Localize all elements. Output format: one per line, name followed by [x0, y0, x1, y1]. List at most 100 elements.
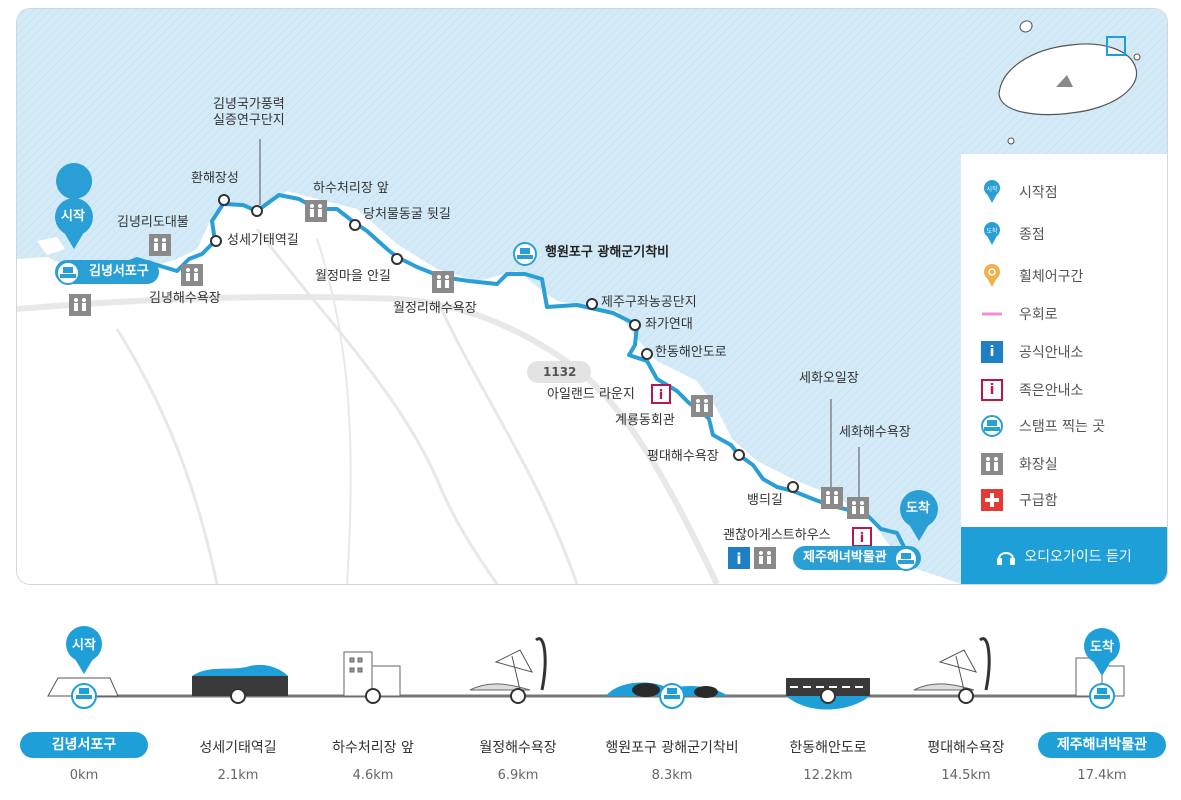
label-jwaga: 좌가연대: [645, 317, 693, 332]
end-pin-icon: [900, 490, 938, 541]
timeline-stop: [958, 688, 974, 704]
restroom-markers: [69, 200, 869, 569]
start-stamp-label: 김녕서포구: [89, 264, 149, 279]
waypoint-dangcheo: [349, 219, 361, 231]
timeline-start-pin-label: 시작: [72, 637, 96, 653]
restroom-icon: [305, 200, 327, 222]
route-map: i i i 김녕서포구 제주해녀박물관: [16, 8, 1168, 585]
start-pin-icon: 시작: [984, 180, 1000, 203]
legend-label: 공식안내소: [1019, 345, 1084, 361]
legend-first-aid: 구급함: [979, 487, 1058, 513]
label-gimnyeongri-bridge: 김녕리도대불: [117, 215, 189, 230]
label-gimnyeong-beach: 김녕해수욕장: [149, 291, 221, 306]
leader-lines: [259, 139, 860, 497]
legend-label: 화장실: [1019, 457, 1058, 473]
small-info-icon: i: [981, 379, 1003, 401]
small-info-icon: [651, 384, 671, 404]
label-sehwa-market: 세화오일장: [799, 371, 859, 386]
timeline-stop-name[interactable]: 월정해수욕장: [479, 740, 557, 756]
timeline-stop-km: 2.1km: [217, 768, 259, 783]
start-illustration: 시작: [47, 626, 119, 697]
legend-label: 구급함: [1019, 493, 1058, 509]
legend-label: 종점: [1019, 227, 1045, 243]
svg-text:도착: 도착: [986, 227, 998, 235]
start-pin-label: 시작: [61, 209, 85, 224]
seongse-illustration: [192, 664, 288, 696]
timeline-end-pin-label: 도착: [1090, 639, 1114, 655]
timeline-stop-name[interactable]: 김녕서포구: [20, 732, 148, 758]
label-jeju-farm: 제주구좌농공단지: [601, 295, 697, 310]
timeline-stop-name[interactable]: 제주해녀박물관: [1038, 732, 1166, 758]
map-canvas: i i i: [17, 9, 961, 584]
waypoint-seongse: [210, 235, 222, 247]
label-woljeong-village: 월정마을 안길: [315, 269, 391, 284]
waypoint-baengdwi: [787, 481, 799, 493]
legend-wheelchair: 휠체어구간: [979, 263, 1083, 289]
timeline-stop: [820, 688, 836, 704]
start-pin-icon: [55, 163, 93, 249]
waypoint-research: [251, 205, 263, 217]
timeline-stop-name[interactable]: 평대해수욕장: [927, 740, 1005, 756]
timeline-stop-name[interactable]: 행원포구 광해군기착비: [605, 740, 739, 756]
small-info-markers: i i: [651, 384, 872, 547]
stamp-icon: [56, 261, 80, 285]
legend-official-info: i 공식안내소: [979, 339, 1083, 365]
pyeongdae-illustration: [913, 637, 991, 691]
svg-text:i: i: [659, 388, 663, 403]
legend-panel: 시작 시작점 도착 종점 휠체어구간 우회로 i 공식안내소 i 족은안내소 스…: [961, 161, 1167, 583]
timeline-stop-name[interactable]: 성세기태역길: [199, 740, 277, 756]
restroom-icon: [432, 271, 454, 293]
mid-stamp-icon: [513, 242, 537, 266]
timeline-stop-name[interactable]: 하수처리장 앞: [332, 740, 414, 756]
official-info-icon: i: [981, 341, 1003, 363]
timeline-stop-km: 17.4km: [1077, 768, 1127, 783]
timeline-markers: [71, 683, 1115, 709]
end-stamp-label: 제주해녀박물관: [803, 550, 887, 565]
restroom-icon: [981, 453, 1003, 475]
timeline-stop: [510, 688, 526, 704]
legend-start: 시작 시작점: [979, 179, 1058, 205]
label-sewage-front: 하수처리장 앞: [313, 181, 389, 196]
label-baengdwi: 뱅듸길: [747, 493, 783, 508]
restroom-icon: [181, 264, 203, 286]
restroom-icon: [754, 547, 776, 569]
waypoint-jwaga: [629, 319, 641, 331]
label-gimnyeong-research: 김녕국가풍력 실증연구단지: [213, 97, 285, 128]
timeline-stop-name[interactable]: 한동해안도로: [789, 740, 867, 756]
roads: [17, 228, 720, 584]
label-mid-stamp: 행원포구 광해군기착비: [545, 245, 670, 260]
timeline-stop-km: 12.2km: [803, 768, 853, 783]
legend-label: 족은안내소: [1019, 383, 1084, 399]
restroom-icon: [847, 497, 869, 519]
audio-guide-button[interactable]: 오디오가이드 듣기: [961, 527, 1167, 584]
label-gyeryong: 계룡동회관: [615, 413, 675, 428]
label-pyeongdae: 평대해수욕장: [647, 449, 719, 464]
legend-small-info: i 족은안내소: [979, 377, 1083, 403]
stamp-icon: [894, 547, 918, 571]
legend-label: 우회로: [1019, 307, 1058, 323]
end-pin-icon: 도착: [984, 222, 1000, 245]
legend-label: 스탬프 찍는 곳: [1019, 419, 1106, 435]
official-info-icon: [728, 547, 750, 569]
legend-stamp: 스탬프 찍는 곳: [979, 413, 1105, 439]
legend-detour: 우회로: [979, 301, 1058, 327]
label-sehwa-beach: 세화해수욕장: [839, 425, 911, 440]
label-woljeongri-beach: 월정리해수욕장: [393, 301, 477, 316]
detour-line-icon: [982, 312, 1002, 316]
audio-guide-label: 오디오가이드 듣기: [1024, 548, 1132, 565]
timeline-stop-km: 6.9km: [497, 768, 539, 783]
road-number-badge: [527, 361, 591, 383]
legend-end: 도착 종점: [979, 221, 1045, 247]
restroom-icon: [821, 487, 843, 509]
timeline-stop: [365, 688, 381, 704]
waypoints: [210, 194, 799, 493]
label-guesthouse: 괜찮아게스트하우스: [723, 528, 831, 543]
route-timeline: 시작 도착: [47, 626, 1125, 710]
label-island-lounge: 아일랜드 라운지: [547, 387, 635, 402]
jeju-minimap: [961, 9, 1167, 154]
woljeong-beach-illustration: [469, 637, 547, 691]
road-number: 1132: [543, 365, 577, 379]
restroom-icon: [69, 294, 91, 316]
timeline-stop: [230, 688, 246, 704]
label-seongse: 성세기태역길: [227, 233, 299, 248]
